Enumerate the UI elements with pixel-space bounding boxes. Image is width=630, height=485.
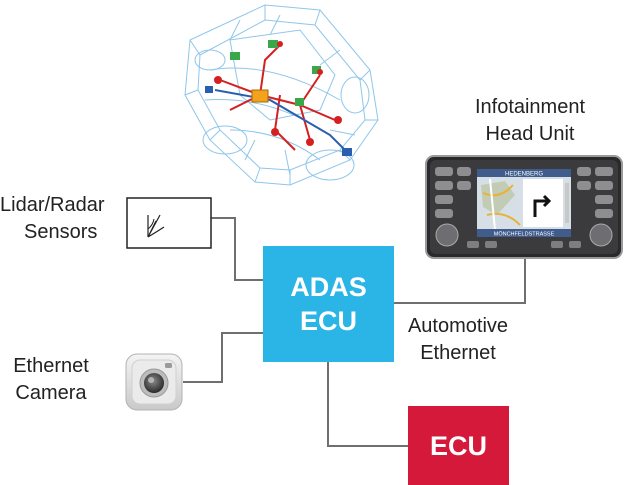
ecu-box-label: ECU	[429, 430, 487, 461]
infotainment-label: Infotainment Head Unit	[455, 94, 605, 148]
ethernet-camera-label: Ethernet Camera	[6, 353, 96, 407]
head-unit-bottom-text: MÖNCHFELDSTRASSE	[494, 231, 555, 238]
automotive-ethernet-line2: Ethernet	[420, 342, 496, 364]
adas-ecu-line2: ECU	[299, 306, 357, 336]
adas-ecu-line1: ADAS	[290, 272, 367, 302]
ethernet-camera-line2: Camera	[15, 382, 87, 404]
headunit-to-adas-line	[393, 258, 526, 304]
sensor-to-adas-line	[210, 217, 265, 281]
camera-to-adas-line	[183, 332, 265, 383]
head-unit-top-text: HEDENBERG	[505, 172, 543, 178]
infotainment-label-line1: Infotainment	[474, 96, 586, 118]
adas-to-ecu-line	[327, 362, 408, 447]
automotive-ethernet-label: Automotive Ethernet	[396, 313, 520, 367]
ethernet-camera-line1: Ethernet	[13, 355, 89, 377]
camera-icon	[125, 353, 183, 411]
adas-ecu-box: ADAS ECU	[263, 246, 394, 362]
head-unit-image: HEDENBERG MÖNCHFELDSTRASSE	[425, 155, 623, 259]
lidar-radar-label: Lidar/Radar Sensors	[0, 192, 118, 246]
car-wireframe-image	[184, 4, 379, 186]
radar-sensor-icon	[126, 197, 212, 249]
ecu-box: ECU	[408, 406, 509, 485]
infotainment-label-line2: Head Unit	[485, 123, 575, 145]
lidar-radar-label-line2: Sensors	[24, 221, 98, 243]
automotive-ethernet-line1: Automotive	[407, 315, 509, 337]
lidar-radar-label-line1: Lidar/Radar	[0, 194, 105, 216]
